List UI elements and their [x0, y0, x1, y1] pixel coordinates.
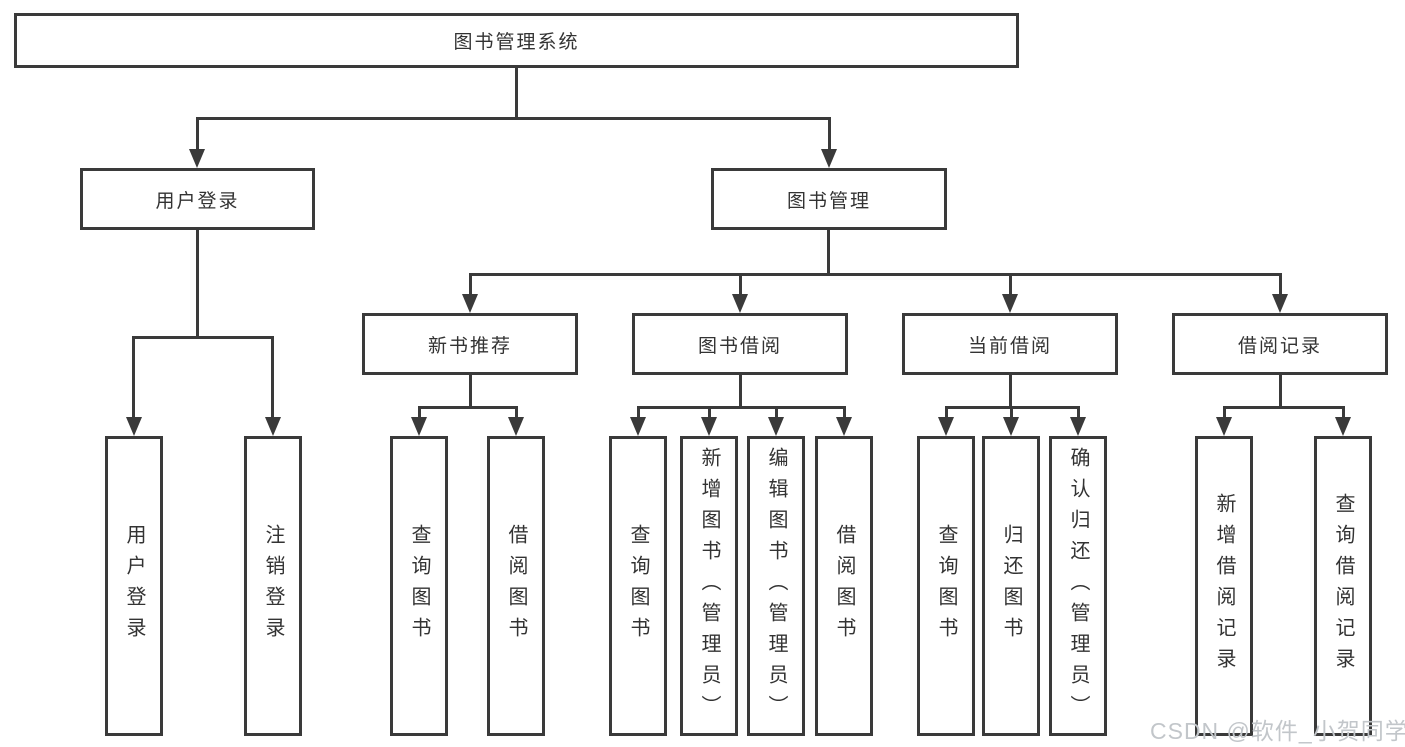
connector-line	[196, 117, 199, 151]
arrow-down-icon	[630, 417, 646, 436]
connector-line	[196, 230, 199, 336]
arrow-down-icon	[1335, 417, 1351, 436]
connector-line	[1223, 406, 1345, 409]
leaf-label: 新增图书（管理员）	[698, 446, 720, 726]
leaf-label: 编辑图书（管理员）	[765, 446, 787, 726]
leaf-confirm-return-admin: 确认归还（管理员）	[1049, 436, 1107, 736]
arrow-down-icon	[265, 417, 281, 436]
leaf-label: 归还图书	[1000, 524, 1022, 648]
arrow-down-icon	[189, 149, 205, 168]
arrow-down-icon	[701, 417, 717, 436]
connector-line	[418, 406, 518, 409]
arrow-down-icon	[836, 417, 852, 436]
node-book-borrowing: 图书借阅	[632, 313, 848, 375]
arrow-down-icon	[411, 417, 427, 436]
connector-line	[469, 273, 1282, 276]
node-new-book-recommendation: 新书推荐	[362, 313, 578, 375]
connector-line	[418, 406, 421, 417]
arrow-down-icon	[508, 417, 524, 436]
node-book-management: 图书管理	[711, 168, 947, 230]
node-current-borrowing: 当前借阅	[902, 313, 1118, 375]
connector-line	[515, 406, 518, 417]
arrow-down-icon	[462, 294, 478, 313]
leaf-label: 用户登录	[123, 524, 145, 648]
node-library-management-system: 图书管理系统	[14, 13, 1019, 68]
connector-line	[708, 406, 711, 417]
connector-line	[515, 66, 518, 117]
node-user-login: 用户登录	[80, 168, 315, 230]
connector-line	[1279, 375, 1282, 406]
leaf-borrow-books: 借阅图书	[815, 436, 873, 736]
leaf-return-books: 归还图书	[982, 436, 1040, 736]
leaf-user-login: 用户登录	[105, 436, 163, 736]
connector-line	[828, 117, 831, 151]
leaf-label: 查询借阅记录	[1332, 493, 1354, 679]
arrow-down-icon	[1216, 417, 1232, 436]
leaf-query-borrow-record: 查询借阅记录	[1314, 436, 1372, 736]
connector-line	[132, 336, 274, 339]
arrow-down-icon	[1070, 417, 1086, 436]
connector-line	[1010, 406, 1013, 417]
connector-line	[637, 406, 846, 409]
connector-line	[827, 230, 830, 273]
leaf-add-books-admin: 新增图书（管理员）	[680, 436, 738, 736]
leaf-query-books-borrow: 查询图书	[609, 436, 667, 736]
leaf-edit-books-admin: 编辑图书（管理员）	[747, 436, 805, 736]
connector-line	[132, 336, 135, 419]
connector-line	[1009, 375, 1012, 406]
node-label: 图书借阅	[697, 335, 782, 357]
node-label: 新书推荐	[427, 335, 512, 357]
connector-line	[739, 273, 742, 294]
arrow-down-icon	[1003, 417, 1019, 436]
leaf-label: 注销登录	[262, 524, 284, 648]
connector-line	[739, 375, 742, 406]
leaf-label: 借阅图书	[833, 524, 855, 648]
node-label: 用户登录	[155, 190, 240, 212]
connector-line	[469, 273, 472, 294]
connector-line	[945, 406, 948, 417]
connector-line	[271, 336, 274, 419]
arrow-down-icon	[732, 294, 748, 313]
node-label: 图书管理	[786, 190, 871, 212]
leaf-label: 确认归还（管理员）	[1067, 446, 1089, 726]
arrow-down-icon	[1002, 294, 1018, 313]
connector-line	[1009, 273, 1012, 294]
arrow-down-icon	[938, 417, 954, 436]
leaf-query-books-newbook: 查询图书	[390, 436, 448, 736]
connector-line	[196, 117, 831, 120]
leaf-logout: 注销登录	[244, 436, 302, 736]
connector-line	[1279, 273, 1282, 294]
arrow-down-icon	[1272, 294, 1288, 313]
arrow-down-icon	[126, 417, 142, 436]
leaf-label: 新增借阅记录	[1213, 493, 1235, 679]
connector-line	[775, 406, 778, 417]
node-label: 借阅记录	[1237, 335, 1322, 357]
connector-line	[1223, 406, 1226, 417]
arrow-down-icon	[768, 417, 784, 436]
connector-line	[469, 375, 472, 406]
leaf-label: 查询图书	[627, 524, 649, 648]
connector-line	[637, 406, 640, 417]
leaf-label: 查询图书	[935, 524, 957, 648]
leaf-borrow-books-newbook: 借阅图书	[487, 436, 545, 736]
csdn-watermark: CSDN @软件_小贺同学	[1150, 718, 1405, 744]
connector-line	[1077, 406, 1080, 417]
leaf-query-books-current: 查询图书	[917, 436, 975, 736]
leaf-label: 借阅图书	[505, 524, 527, 648]
connector-line	[1342, 406, 1345, 417]
node-borrowing-records: 借阅记录	[1172, 313, 1388, 375]
connector-line	[843, 406, 846, 417]
arrow-down-icon	[821, 149, 837, 168]
leaf-add-borrow-record: 新增借阅记录	[1195, 436, 1253, 736]
node-label: 图书管理系统	[453, 32, 580, 53]
node-label: 当前借阅	[967, 335, 1052, 357]
leaf-label: 查询图书	[408, 524, 430, 648]
